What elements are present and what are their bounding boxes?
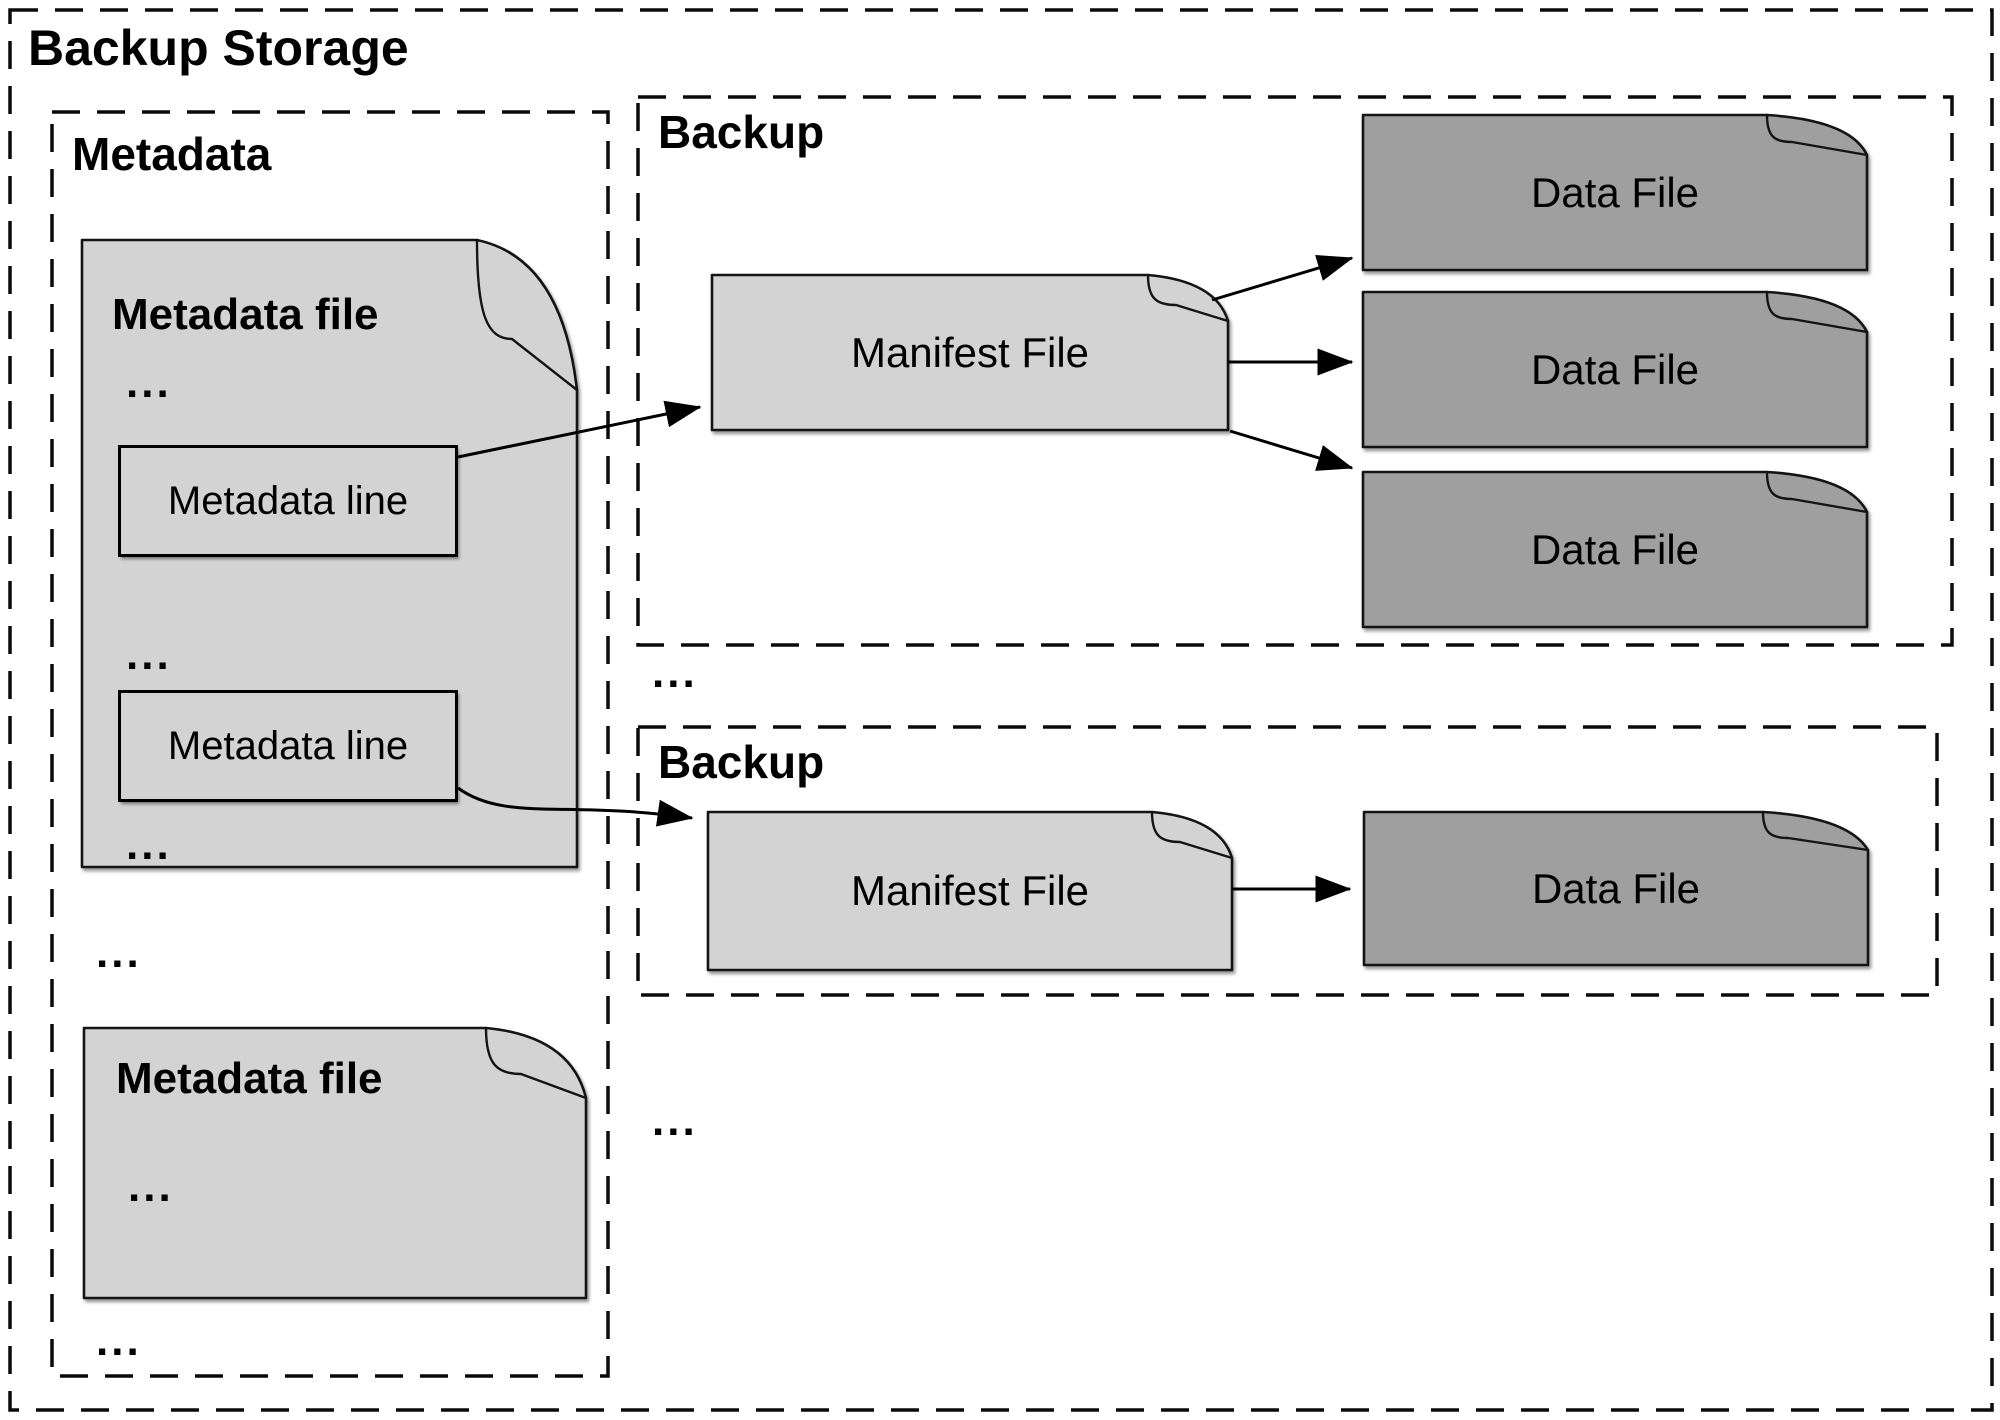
metadata-section-title: Metadata bbox=[72, 128, 272, 180]
metadata-line-1: Metadata line bbox=[118, 445, 458, 557]
data-file-3-label: Data File bbox=[1530, 525, 1700, 573]
manifest-file-1-label: Manifest File bbox=[850, 328, 1090, 376]
data-file-4-label: Data File bbox=[1531, 864, 1701, 912]
metadata-file-1-title: Metadata file bbox=[112, 290, 379, 339]
backup-1-title: Backup bbox=[658, 106, 825, 158]
ellipsis-file2: ... bbox=[128, 1162, 174, 1211]
ellipsis-between-metadata-files: ... bbox=[96, 928, 142, 977]
manifest-file-2-label: Manifest File bbox=[850, 867, 1090, 914]
ellipsis-file1-bottom: ... bbox=[126, 820, 172, 869]
arrow-manifest1-to-datafile3 bbox=[1229, 429, 1354, 471]
data-file-2-label: Data File bbox=[1530, 345, 1700, 393]
arrow-manifest1-to-datafile1 bbox=[1211, 254, 1354, 302]
ellipsis-file1-middle: ... bbox=[126, 630, 172, 679]
metadata-file-2-title: Metadata file bbox=[116, 1054, 383, 1103]
ellipsis-below-backup2: ... bbox=[652, 1096, 698, 1145]
ellipsis-between-backups: ... bbox=[652, 648, 698, 697]
backup-2-border bbox=[636, 725, 1939, 997]
backup-2-title: Backup bbox=[658, 736, 825, 788]
metadata-line-2: Metadata line bbox=[118, 690, 458, 802]
ellipsis-file1-top: ... bbox=[126, 358, 172, 407]
data-file-1-shape bbox=[1361, 113, 1869, 272]
arrow-metadata-line2-to-manifest2 bbox=[457, 786, 694, 827]
arrow-metadata-line1-to-manifest1 bbox=[457, 400, 702, 459]
metadata-line-2-label: Metadata line bbox=[167, 723, 409, 768]
metadata-line-1-label: Metadata line bbox=[167, 478, 409, 523]
backup-storage-title: Backup Storage bbox=[28, 20, 409, 76]
data-file-1-label: Data File bbox=[1530, 168, 1700, 216]
manifest-file-2-shape bbox=[706, 810, 1234, 972]
backup-storage-border bbox=[8, 8, 1994, 1412]
data-file-3-shape bbox=[1361, 470, 1869, 629]
metadata-section-border bbox=[50, 110, 610, 1378]
metadata-file-2-shape bbox=[82, 1026, 588, 1300]
data-file-4-shape bbox=[1362, 810, 1870, 967]
backup-1-border bbox=[636, 95, 1954, 647]
manifest-file-1-shape bbox=[710, 273, 1230, 432]
ellipsis-metadata-bottom: ... bbox=[96, 1316, 142, 1365]
data-file-2-shape bbox=[1361, 290, 1869, 449]
